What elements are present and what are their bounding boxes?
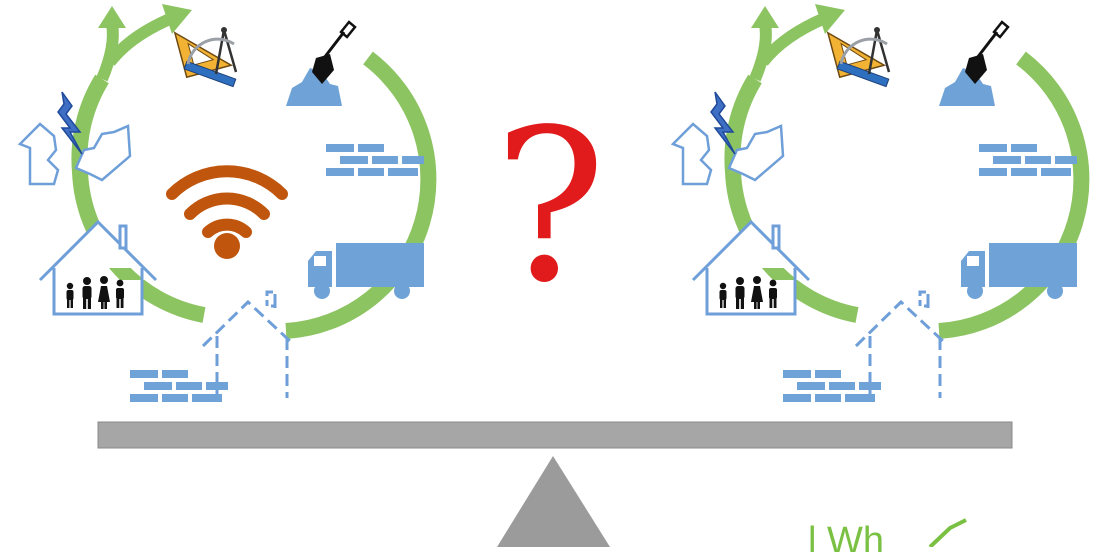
truck-icon: [961, 243, 1077, 299]
family-house-icon: [693, 222, 809, 314]
corner-text: l Wh: [808, 522, 1008, 552]
bricks-icon: [130, 370, 228, 402]
bricks-icon: [783, 370, 881, 402]
design-tools-icon: [175, 21, 236, 87]
design-tools-icon: [828, 21, 889, 87]
family-house-icon: [40, 222, 156, 314]
excavation-icon: [286, 22, 355, 106]
question-mark: ?: [490, 92, 610, 322]
wifi-icon: [172, 171, 282, 259]
bricks-icon: [979, 144, 1077, 176]
left-cycle: [20, 4, 428, 402]
truck-icon: [308, 243, 424, 299]
right-cycle: [673, 4, 1081, 402]
bricks-icon: [326, 144, 424, 176]
excavation-icon: [939, 22, 1008, 106]
balance-beam: [98, 422, 1012, 448]
balance-fulcrum: [497, 456, 610, 547]
